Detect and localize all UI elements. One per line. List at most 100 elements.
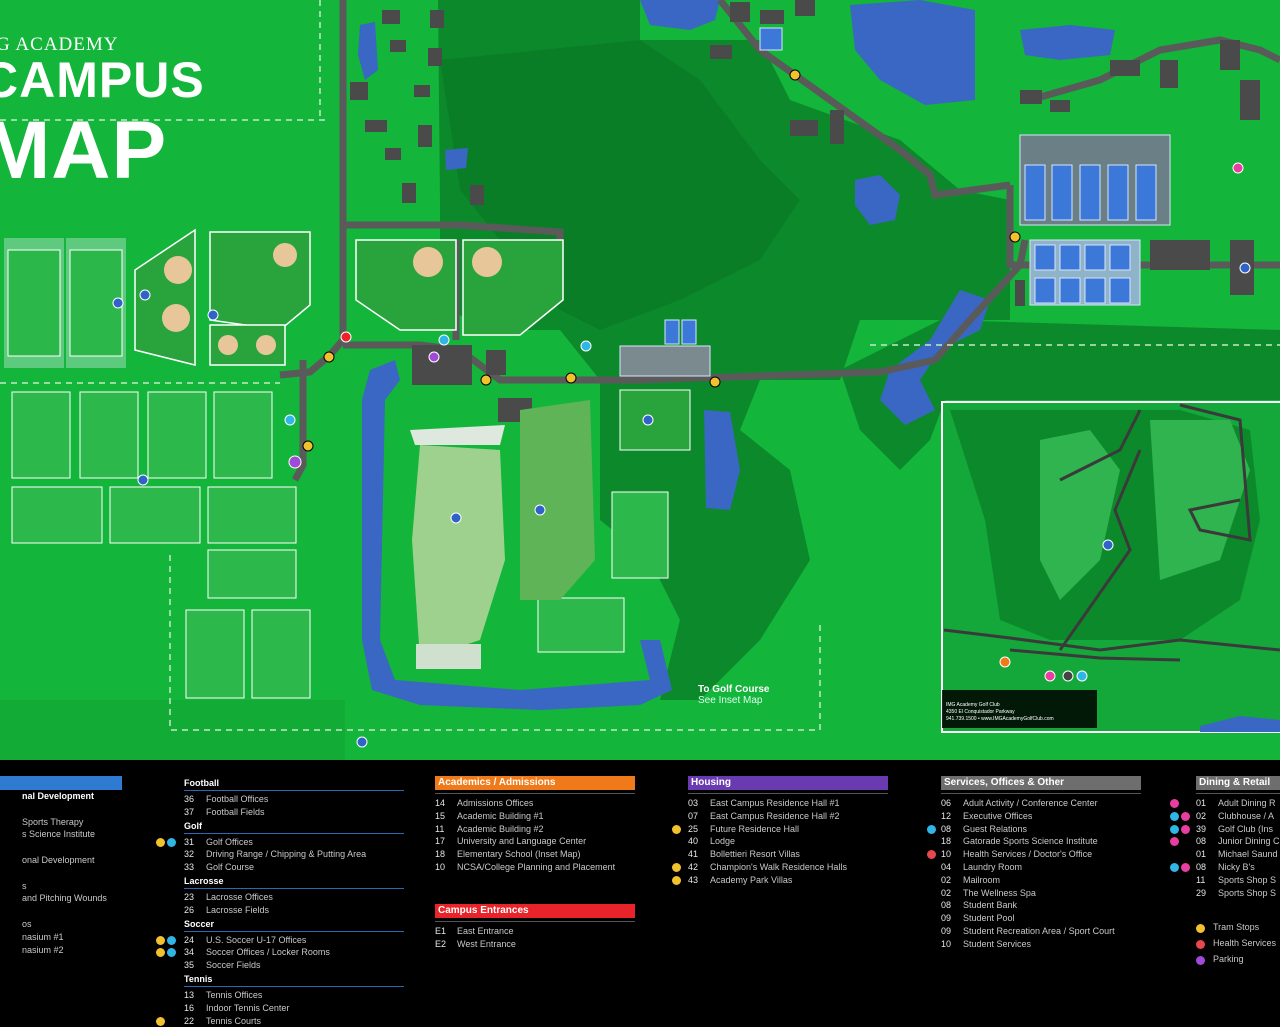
legend-item-number: 02 [941, 874, 952, 885]
legend-item: nasium #2 [0, 944, 122, 957]
legend-item-number: 04 [941, 861, 952, 872]
legend-section-divider [184, 832, 404, 834]
legend-spacer [435, 793, 635, 794]
inset-caption-1: IMG Academy Golf Club [946, 702, 1000, 708]
lake [850, 0, 975, 105]
legend-item-label: and Pitching Wounds [22, 893, 107, 904]
legend-dot-icon [672, 875, 681, 885]
legend-item [0, 841, 122, 854]
legend-item-label: Driving Range / Chipping & Putting Area [206, 849, 367, 860]
legend-item-number: 13 [184, 989, 195, 1000]
inset-map-hint: See Inset Map [698, 695, 763, 706]
campus-boundary [0, 0, 1280, 731]
legend-item-number: 29 [1196, 887, 1207, 898]
legend-item-number: 18 [435, 849, 446, 860]
legend-item-icons [156, 948, 176, 958]
legend-item-label: s Science Institute [22, 829, 96, 840]
golf-practice-area [410, 400, 595, 669]
legend-item-number: 33 [184, 862, 195, 873]
legend-item-icons [1170, 824, 1190, 834]
legend-item [0, 905, 122, 918]
golf-course-label[interactable]: To Golf Course See Inset Map [698, 684, 769, 706]
legend-section-divider [184, 985, 404, 987]
legend-spacer [941, 793, 1141, 794]
legend-dot-icon [1170, 837, 1179, 847]
legend-header: Housing [688, 776, 888, 790]
legend-item-label: Bollettieri Resort Villas [710, 849, 800, 860]
legend-spacer [688, 793, 888, 794]
legend-item-label: Tennis Courts [206, 1015, 262, 1026]
legend-dot-icon [1170, 811, 1179, 821]
legend-item-number: 25 [688, 823, 699, 834]
legend-dot-icon [1181, 862, 1190, 872]
legend-item-number: 43 [688, 874, 699, 885]
lake [704, 410, 740, 510]
legend-section-divider [184, 930, 404, 932]
legend-item-label: os [22, 918, 32, 929]
inset-caption-2: 4350 El Conquistador Parkway [946, 709, 1015, 715]
legend-item-number: 26 [184, 904, 195, 915]
legend-dot-icon [156, 837, 165, 847]
legend-section-title: Golf [184, 820, 202, 831]
legend-item-number: 40 [688, 836, 699, 847]
legend-item-label: NCSA/College Planning and Placement [457, 861, 616, 872]
legend-item-label: Clubhouse / A [1218, 810, 1275, 821]
legend-item-label: Health Services / Doctor's Office [963, 849, 1093, 860]
legend-item-number: 42 [688, 861, 699, 872]
legend-item-number: 08 [941, 823, 952, 834]
legend-item-label: Lodge [710, 836, 736, 847]
legend-item-label: U.S. Soccer U-17 Offices [206, 934, 307, 945]
campus-map[interactable]: G ACADEMY CAMPUS MAP To Golf Course See … [0, 0, 1280, 760]
legend-item-number: 22 [184, 1015, 195, 1026]
lake [855, 175, 900, 225]
legend-item: 40 Lodge [688, 835, 888, 848]
legend-dot-icon [672, 862, 681, 872]
legend-key: Parking [1196, 951, 1280, 967]
legend-item-label: Indoor Tennis Center [206, 1002, 290, 1013]
legend-item-number: 01 [1196, 849, 1207, 860]
legend-dot-icon [672, 824, 681, 834]
legend-item-label: nal Development [22, 791, 95, 801]
legend-key-label: Parking [1213, 954, 1244, 965]
legend-item-label: nasium #1 [22, 931, 64, 942]
legend-item-label: East Entrance [457, 925, 514, 936]
soccer-fields [11, 391, 669, 699]
legend-dot-icon [1181, 824, 1190, 834]
legend-item-number: 39 [1196, 823, 1207, 834]
legend-section-divider [184, 887, 404, 889]
tennis-courts [619, 27, 1171, 377]
legend-dot-icon [1181, 811, 1190, 821]
legend-item-label: East Campus Residence Hall #1 [710, 798, 840, 808]
legend-item-number: 02 [1196, 810, 1207, 821]
legend-item-number: 09 [941, 925, 952, 936]
academy-title: G ACADEMY [0, 34, 119, 55]
legend-item-number: 10 [941, 849, 952, 860]
legend-item-label: Academic Building #1 [457, 810, 544, 821]
legend-key-icon [1196, 955, 1205, 965]
legend-spacer [435, 920, 635, 922]
lake [1020, 25, 1115, 60]
